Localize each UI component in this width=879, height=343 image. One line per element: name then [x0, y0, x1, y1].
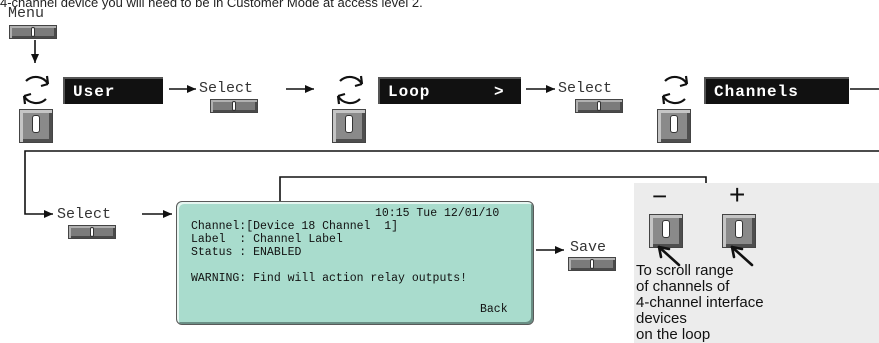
- select-button[interactable]: [210, 99, 258, 113]
- panel-line: devices: [636, 310, 687, 327]
- save-label: Save: [570, 239, 607, 256]
- cycle-icon: [22, 75, 50, 105]
- panel-line: To scroll range: [636, 262, 734, 279]
- loop-display: Loop >: [378, 77, 521, 104]
- line-return-row2: [24, 150, 879, 218]
- scroll-key[interactable]: [19, 109, 53, 143]
- instruction-caption: 4-channel device you will need to be in …: [0, 0, 423, 10]
- panel-line: on the loop: [636, 326, 711, 343]
- pointer-arrow-minus: [657, 245, 681, 267]
- user-display: User: [63, 77, 163, 104]
- select-button[interactable]: [575, 99, 623, 113]
- scroll-info-panel: [634, 183, 879, 343]
- select-label: Select: [558, 80, 613, 97]
- line-lcd-to-panel: [279, 176, 707, 201]
- lcd-status-line: Status : ENABLED: [191, 246, 302, 259]
- scroll-key[interactable]: [332, 109, 366, 143]
- lcd-channel-line: Channel:[Device 18 Channel 1]: [191, 220, 399, 233]
- lcd-back-softkey[interactable]: Back: [480, 303, 508, 316]
- lcd-warning-line: WARNING: Find will action relay outputs!: [191, 272, 468, 285]
- lcd-time: 10:15 Tue 12/01/10: [375, 207, 500, 220]
- select-label: Select: [199, 80, 254, 97]
- select-button[interactable]: [68, 225, 116, 239]
- channels-display: Channels: [704, 77, 849, 104]
- menu-button[interactable]: [9, 25, 57, 39]
- pointer-arrows: [657, 245, 754, 267]
- minus-sign: −: [652, 181, 668, 211]
- lcd-screen: 10:15 Tue 12/01/10 Channel:[Device 18 Ch…: [176, 201, 534, 325]
- cycle-icon: [336, 75, 364, 105]
- plus-key[interactable]: [722, 214, 756, 248]
- menu-label: Menu: [8, 5, 45, 22]
- scroll-key[interactable]: [657, 109, 691, 143]
- panel-line: of channels of: [636, 278, 730, 295]
- save-button[interactable]: [568, 257, 616, 271]
- lcd-label-line: Label : Channel Label: [191, 233, 343, 246]
- cycle-icon: [661, 75, 689, 105]
- select-label: Select: [57, 206, 112, 223]
- panel-line: 4-channel interface: [636, 294, 764, 311]
- pointer-arrow-plus: [730, 245, 754, 267]
- minus-key[interactable]: [649, 214, 683, 248]
- plus-sign: +: [729, 179, 746, 210]
